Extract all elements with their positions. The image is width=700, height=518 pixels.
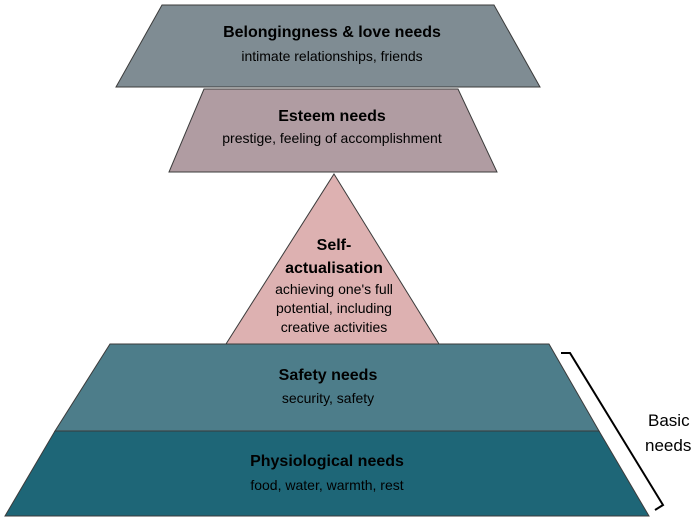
basic-needs-label-line-1: Basic: [648, 411, 690, 430]
belongingness-shape: [115, 4, 541, 88]
physiological-level: Physiological needs food, water, warmth,…: [4, 430, 650, 517]
self-actualisation-title-line-1: Self-: [317, 237, 352, 254]
bracket-line: [561, 352, 665, 511]
physiological-title: Physiological needs: [250, 453, 404, 470]
self-actualisation-subtitle-line-2: potential, including: [276, 300, 392, 316]
self-actualisation-subtitle-line-3: creative activities: [281, 319, 388, 335]
basic-needs-label-line-2: needs: [645, 436, 691, 455]
esteem-shape: [168, 88, 498, 173]
belongingness-level: Belongingness & love needs intimate rela…: [115, 4, 541, 88]
self-actualisation-subtitle-line-1: achieving one's full: [275, 281, 393, 297]
safety-title: Safety needs: [279, 367, 378, 384]
self-actualisation-title-line-2: actualisation: [285, 260, 383, 277]
belongingness-subtitle: intimate relationships, friends: [241, 48, 422, 64]
belongingness-title: Belongingness & love needs: [223, 24, 441, 41]
esteem-title: Esteem needs: [278, 108, 386, 125]
physiological-subtitle: food, water, warmth, rest: [250, 477, 403, 493]
safety-subtitle: security, safety: [282, 390, 374, 406]
safety-level: Safety needs security, safety: [54, 343, 600, 432]
basic-needs-bracket: Basic needs: [561, 352, 691, 511]
esteem-subtitle: prestige, feeling of accomplishment: [222, 130, 442, 146]
safety-shape: [54, 343, 600, 432]
self-actualisation-level: Self- actualisation achieving one's full…: [225, 173, 440, 345]
esteem-level: Esteem needs prestige, feeling of accomp…: [168, 88, 498, 173]
physiological-shape: [4, 430, 650, 517]
